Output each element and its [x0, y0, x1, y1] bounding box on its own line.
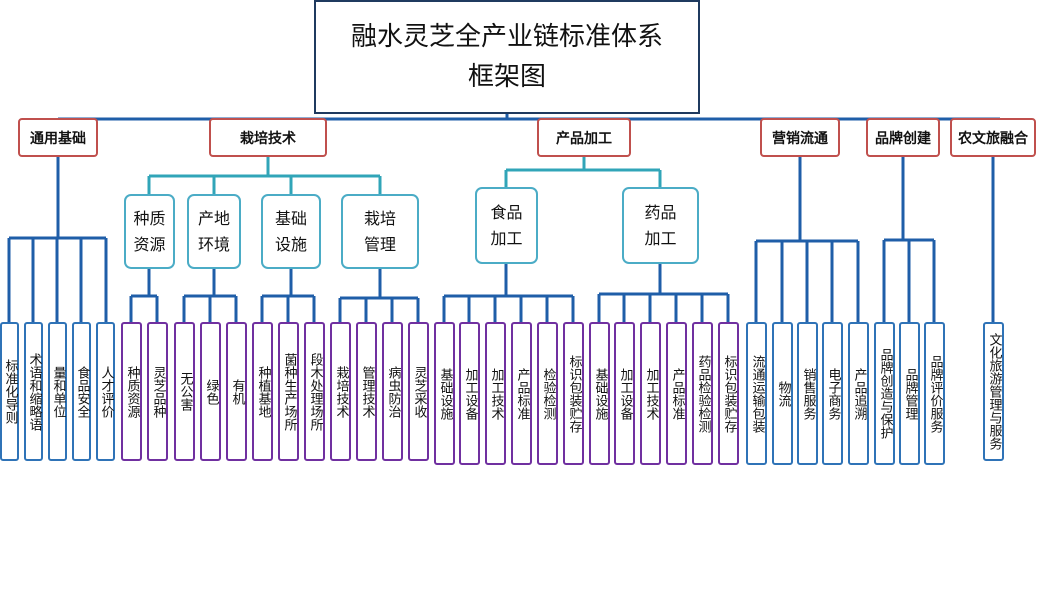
subgroup-drug-processing[interactable]: 药品 加工: [622, 187, 699, 264]
leaf-standardization-guide[interactable]: 标准化导则: [0, 322, 19, 461]
leaf-drug-infrastructure[interactable]: 基础设施: [589, 322, 610, 465]
leaf-pollution-free[interactable]: 无公害: [174, 322, 195, 461]
title-line-2: 框架图: [467, 62, 546, 92]
subgroup-label-line: 加工: [490, 228, 523, 248]
subgroup-label-line: 种质: [133, 208, 166, 228]
subgroup-label-line: 设施: [274, 234, 307, 254]
subgroup-label-line: 栽培: [363, 208, 396, 228]
leaf-drug-labeling-packaging-storage[interactable]: 标识包装贮存: [718, 322, 739, 465]
leaf-logistics[interactable]: 物流: [772, 322, 793, 465]
leaf-food-processing-equipment[interactable]: 加工设备: [459, 322, 480, 465]
subgroup-label-line: 加工: [644, 228, 677, 248]
leaf-log-treatment-site[interactable]: 段木处理场所: [304, 322, 325, 461]
subgroup-germplasm-resources[interactable]: 种质 资源: [124, 194, 175, 269]
subgroup-label-line: 基础: [274, 208, 307, 228]
leaf-germplasm-resources[interactable]: 种质资源: [121, 322, 142, 461]
leaf-drug-processing-equipment[interactable]: 加工设备: [614, 322, 635, 465]
subgroup-label-line: 管理: [363, 234, 396, 254]
subgroup-label-line: 环境: [197, 234, 230, 254]
subgroup-cultivation-management[interactable]: 栽培 管理: [341, 194, 419, 269]
leaf-food-processing-technique[interactable]: 加工技术: [485, 322, 506, 465]
leaf-brand-management[interactable]: 品牌管理: [899, 322, 920, 465]
subgroup-label-line: 资源: [133, 234, 166, 254]
leaf-quantities-units[interactable]: 量和单位: [48, 322, 67, 461]
subgroup-label-line: 药品: [644, 202, 677, 222]
leaf-lingzhi-varieties[interactable]: 灵芝品种: [147, 322, 168, 461]
leaf-drug-processing-technique[interactable]: 加工技术: [640, 322, 661, 465]
leaf-organic[interactable]: 有机: [226, 322, 247, 461]
leaf-brand-evaluation-service[interactable]: 品牌评价服务: [924, 322, 945, 465]
leaf-drug-product-standard[interactable]: 产品标准: [666, 322, 687, 465]
category-general-basics[interactable]: 通用基础: [18, 118, 98, 157]
leaf-drug-inspection[interactable]: 药品检验检测: [692, 322, 713, 465]
leaf-brand-creation-protection[interactable]: 品牌创造与保护: [874, 322, 895, 465]
leaf-spawn-production-site[interactable]: 菌种生产场所: [278, 322, 299, 461]
leaf-cultivation-technique[interactable]: 栽培技术: [330, 322, 351, 461]
leaf-management-technique[interactable]: 管理技术: [356, 322, 377, 461]
leaf-sales-service[interactable]: 销售服务: [797, 322, 818, 465]
subgroup-infrastructure[interactable]: 基础 设施: [261, 194, 321, 269]
leaf-food-safety[interactable]: 食品安全: [72, 322, 91, 461]
leaf-food-inspection[interactable]: 检验检测: [537, 322, 558, 465]
leaf-e-commerce[interactable]: 电子商务: [822, 322, 843, 465]
leaf-planting-base[interactable]: 种植基地: [252, 322, 273, 461]
category-cultivation-tech[interactable]: 栽培技术: [209, 118, 327, 157]
leaf-pest-control[interactable]: 病虫防治: [382, 322, 403, 461]
leaf-product-traceability[interactable]: 产品追溯: [848, 322, 869, 465]
leaf-food-product-standard[interactable]: 产品标准: [511, 322, 532, 465]
page-title: 融水灵芝全产业链标准体系 框架图: [314, 0, 700, 114]
category-marketing-circulation[interactable]: 营销流通: [760, 118, 840, 157]
leaf-terms-abbreviations[interactable]: 术语和缩略语: [24, 322, 43, 461]
category-brand-building[interactable]: 品牌创建: [866, 118, 940, 157]
leaf-food-infrastructure[interactable]: 基础设施: [434, 322, 455, 465]
category-product-processing[interactable]: 产品加工: [537, 118, 631, 157]
subgroup-label-line: 产地: [197, 208, 230, 228]
leaf-food-labeling-packaging-storage[interactable]: 标识包装贮存: [563, 322, 584, 465]
title-line-1: 融水灵芝全产业链标准体系: [350, 22, 663, 52]
category-agri-culture-tourism[interactable]: 农文旅融合: [950, 118, 1036, 157]
leaf-circulation-transport-packaging[interactable]: 流通运输包装: [746, 322, 767, 465]
leaf-green[interactable]: 绿色: [200, 322, 221, 461]
subgroup-origin-environment[interactable]: 产地 环境: [187, 194, 241, 269]
leaf-talent-evaluation[interactable]: 人才评价: [96, 322, 115, 461]
leaf-lingzhi-harvest[interactable]: 灵芝采收: [408, 322, 429, 461]
leaf-cultural-tourism-management-service[interactable]: 文化旅游管理与服务: [983, 322, 1004, 461]
subgroup-food-processing[interactable]: 食品 加工: [475, 187, 538, 264]
subgroup-label-line: 食品: [490, 202, 523, 222]
